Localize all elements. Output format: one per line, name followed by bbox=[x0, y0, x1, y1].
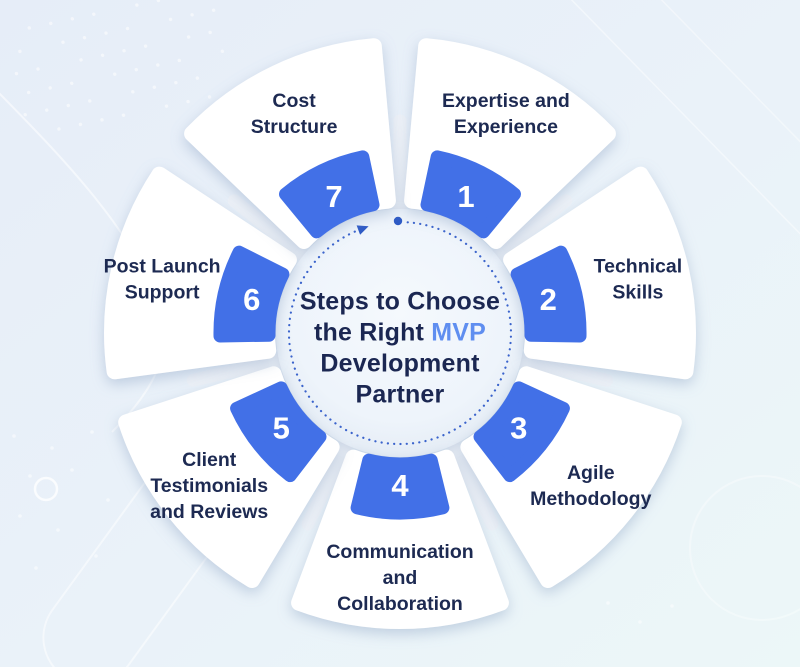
step-badge-7 bbox=[279, 150, 380, 239]
step-badge-5 bbox=[230, 381, 327, 483]
step-badge-1 bbox=[420, 150, 521, 239]
step-number-1: 1 bbox=[457, 179, 474, 214]
step-badge-4 bbox=[350, 453, 450, 520]
step-number-5: 5 bbox=[273, 411, 290, 446]
step-number-3: 3 bbox=[510, 411, 527, 446]
flow-start-dot bbox=[393, 216, 403, 226]
flow-arrow-icon bbox=[356, 225, 369, 235]
flow-dotted-ring bbox=[287, 216, 513, 446]
step-number-7: 7 bbox=[325, 179, 342, 214]
step-badge-6 bbox=[213, 245, 290, 343]
step-badge-3 bbox=[473, 381, 570, 483]
step-badge-2 bbox=[510, 245, 587, 343]
step-number-6: 6 bbox=[243, 282, 260, 317]
center-circle bbox=[276, 209, 524, 457]
step-number-2: 2 bbox=[540, 282, 557, 317]
step-number-4: 4 bbox=[391, 468, 409, 503]
